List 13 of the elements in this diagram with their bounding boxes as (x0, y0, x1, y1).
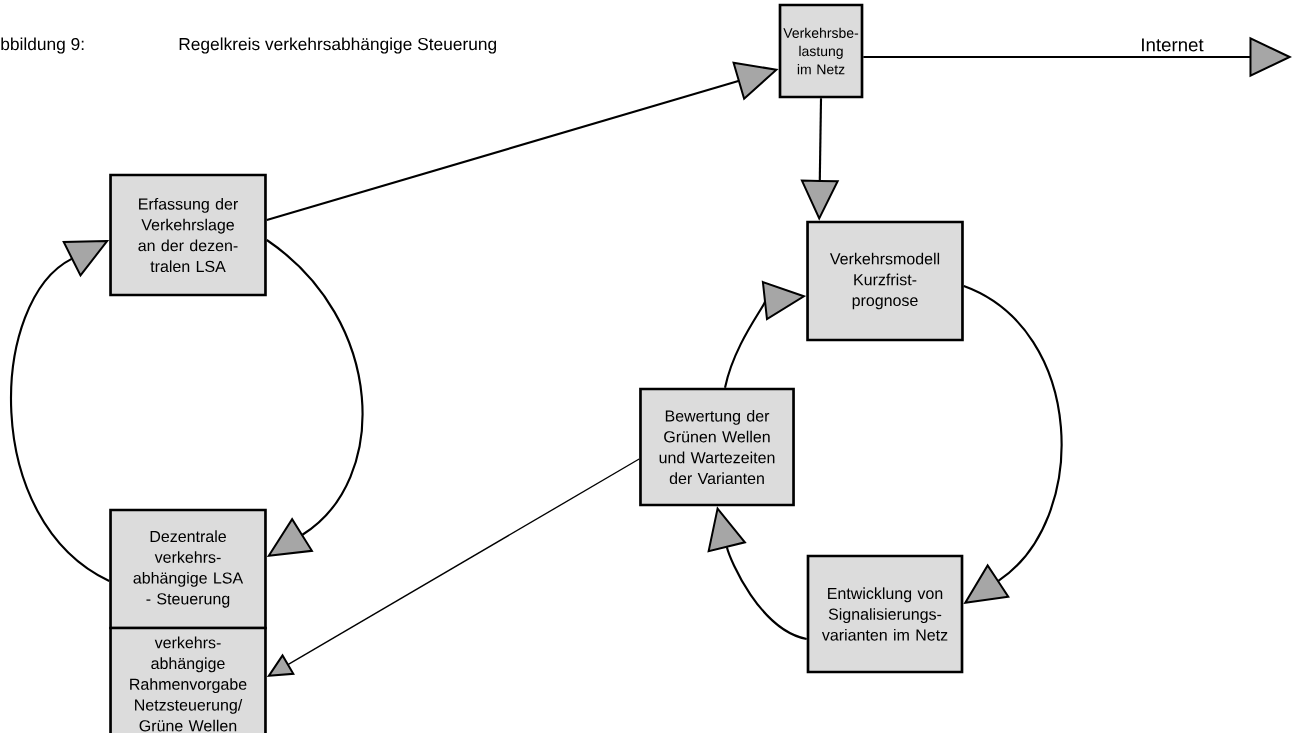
process-box: Dezentrale verkehrs- abhängige LSA - Steuerung (109, 508, 267, 630)
process-box: Erfassung der Verkehrslage an der dezen- tralen LSA (109, 173, 267, 297)
process-box: Entwicklung von Signalisierungs- varianten im Netz (806, 554, 964, 674)
arrow (10, 240, 110, 582)
figure-title: Regelkreis verkehrsabhängige Steuerung (179, 37, 497, 54)
edge-label: Internet (1139, 37, 1205, 53)
process-box: verkehrs- abhängige Rahmenvorgabe Netzsteuerung/ Grüne Wellen (109, 626, 267, 733)
process-box: Verkehrsmodell Kurzfrist- prognose (806, 220, 964, 342)
arrow (963, 285, 1063, 604)
process-box: Bewertung der Grünen Wellen und Wartezeiten der Varianten (639, 387, 795, 507)
process-box: Verkehrsbe- lastung im Netz (778, 3, 864, 99)
arrow (266, 239, 364, 557)
figure-number: bbildung 9: (1, 37, 84, 54)
